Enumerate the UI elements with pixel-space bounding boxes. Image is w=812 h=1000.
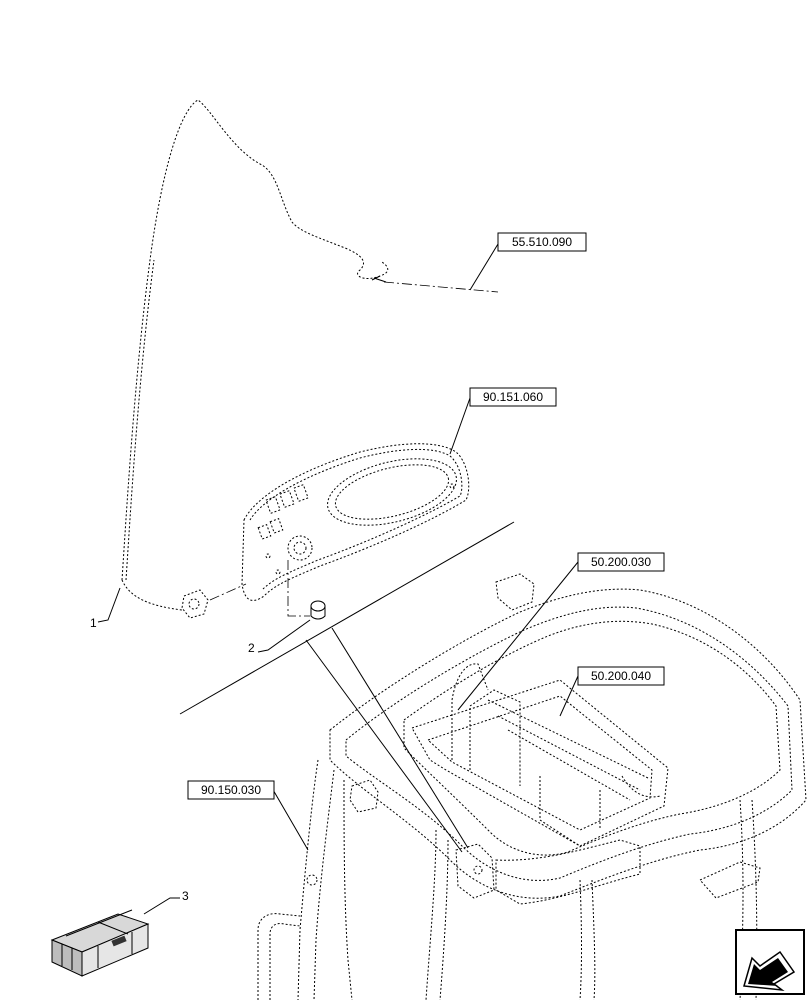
callout-50-200-030[interactable]: 50.200.030 bbox=[577, 552, 665, 572]
item-number-1: 1 bbox=[90, 616, 97, 630]
instrument-cluster bbox=[241, 443, 470, 617]
navigation-arrow-icon[interactable] bbox=[735, 929, 805, 995]
kit-crate-icon bbox=[50, 909, 150, 977]
callout-55-510-090[interactable]: 55.510.090 bbox=[497, 232, 587, 252]
cab-roof-frame bbox=[257, 573, 807, 1000]
item-number-2: 2 bbox=[248, 641, 255, 655]
callout-90-150-030[interactable]: 90.150.030 bbox=[187, 780, 275, 800]
bulb-socket bbox=[310, 600, 326, 620]
svg-text:55.510.090: 55.510.090 bbox=[512, 235, 572, 249]
callout-90-151-060[interactable]: 90.151.060 bbox=[469, 387, 557, 407]
svg-text:90.150.030: 90.150.030 bbox=[201, 783, 261, 797]
section-separators bbox=[179, 521, 515, 853]
svg-text:90.151.060: 90.151.060 bbox=[483, 390, 543, 404]
leader-lines bbox=[97, 243, 579, 915]
callout-50-200-040[interactable]: 50.200.040 bbox=[577, 666, 665, 686]
svg-text:50.200.040: 50.200.040 bbox=[591, 669, 651, 683]
cable-connector bbox=[181, 583, 247, 619]
svg-text:50.200.030: 50.200.030 bbox=[591, 555, 651, 569]
antenna-cable bbox=[121, 99, 499, 611]
console-assembly bbox=[411, 663, 669, 847]
item-number-3: 3 bbox=[182, 889, 189, 903]
